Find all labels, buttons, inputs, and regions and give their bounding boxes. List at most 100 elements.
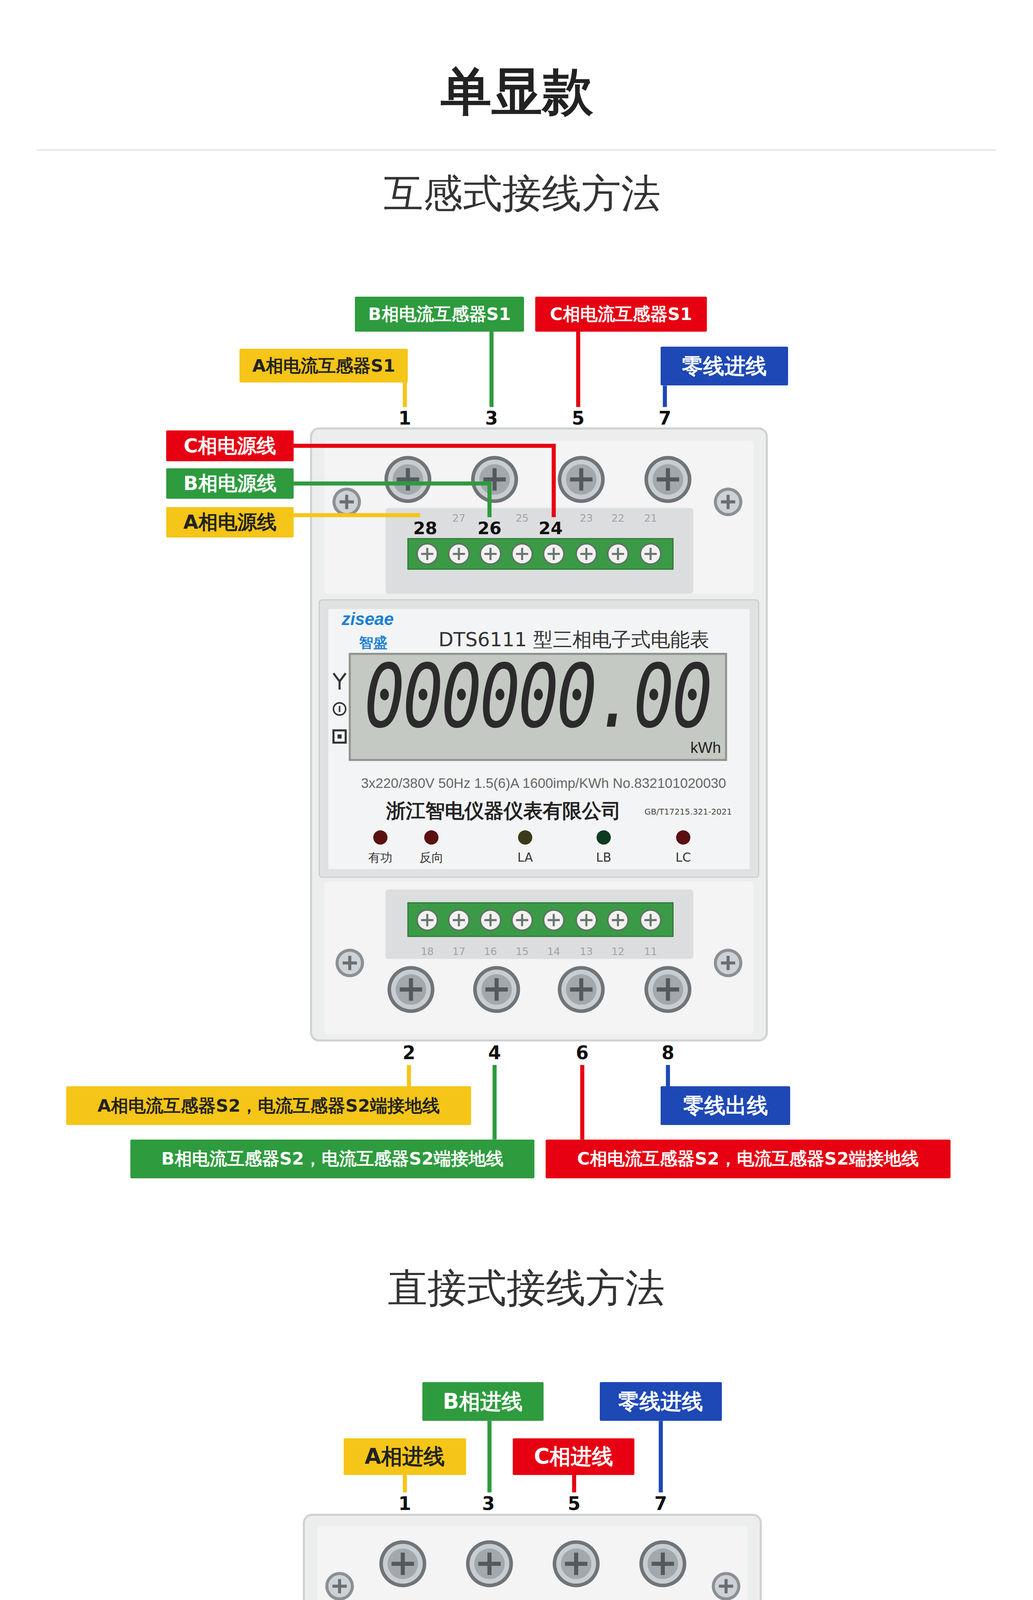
main-terminal-screw <box>639 1539 687 1587</box>
main-terminal-screw <box>557 455 605 503</box>
leader-line <box>406 1064 412 1086</box>
terminal-screw <box>640 909 661 931</box>
callout-text: C相电流互感器S2，电流互感器S2端接地线 <box>577 1149 919 1168</box>
front-label <box>328 608 750 869</box>
terminal-screw <box>543 543 564 564</box>
callout-label: A相电流互感器S2，电流互感器S2端接地线 <box>66 1085 472 1125</box>
terminal-screw <box>607 543 629 564</box>
callout-text: A相进线 <box>364 1445 446 1467</box>
leader-line <box>402 382 407 407</box>
strip-number: 14 <box>547 946 561 957</box>
callout-label: 零线进线 <box>660 346 789 386</box>
main-terminal-screw <box>557 965 605 1013</box>
terminal-screw <box>576 909 597 931</box>
leader-line <box>658 1420 664 1492</box>
meter-housing <box>311 428 767 1041</box>
terminal-number: 6 <box>576 1042 589 1062</box>
strip-number: 23 <box>579 512 593 523</box>
main-terminal-screw <box>384 455 432 503</box>
terminal-number: 4 <box>488 1042 502 1062</box>
callout-label: C相电源线 <box>166 430 294 461</box>
cover-screw <box>332 487 362 517</box>
terminal-number: 5 <box>567 1494 581 1513</box>
cover-screw <box>711 1571 741 1600</box>
terminal-well <box>385 507 694 594</box>
callout-text: B相电流互感器S1 <box>368 305 512 323</box>
unit-label: kWh <box>690 739 721 756</box>
leader-line <box>571 1474 577 1493</box>
callout-label: B相电流互感器S2，电流互感器S2端接地线 <box>130 1139 534 1178</box>
main-terminal-screw <box>387 965 435 1013</box>
strip-number: 22 <box>611 512 625 523</box>
callout-text: C相电流互感器S1 <box>549 305 692 323</box>
leader-line <box>666 1064 671 1086</box>
brand-name: ziseae <box>341 610 394 628</box>
terminal-number: 7 <box>654 1494 668 1513</box>
indicator-led <box>596 830 611 845</box>
callout-label: A相电流互感器S1 <box>239 348 408 383</box>
main-terminal-screw <box>473 965 521 1013</box>
model-name: DTS6111 型三相电子式电能表 <box>438 629 710 650</box>
terminal-cover <box>316 1525 748 1600</box>
terminal-cover <box>324 440 754 594</box>
terminal-number: 2 <box>402 1042 416 1062</box>
terminal-number: 1 <box>398 409 412 428</box>
strip-number: 27 <box>452 512 466 523</box>
callout-label: C相电流互感器S2，电流互感器S2端接地线 <box>545 1139 951 1178</box>
terminal-screw <box>607 909 629 931</box>
indicator-led <box>676 830 691 845</box>
page-title: 单显款 <box>440 66 594 118</box>
callout-label: B相电源线 <box>166 468 294 499</box>
callout-text: C相电源线 <box>183 436 277 456</box>
main-terminal-screw <box>644 455 692 503</box>
main-terminal-screw <box>644 965 692 1013</box>
strip-number: 11 <box>643 946 657 957</box>
indicator-led <box>424 830 439 845</box>
led-label: 反向 <box>419 851 444 864</box>
callout-text: 零线出线 <box>683 1094 769 1116</box>
callout-text: B相电流互感器S2，电流互感器S2端接地线 <box>161 1149 504 1168</box>
callout-label: C相进线 <box>512 1437 634 1475</box>
terminal-number: 3 <box>485 409 499 428</box>
terminal-number: 3 <box>481 1494 495 1513</box>
strip-number: 13 <box>579 946 593 957</box>
callout-text: A相电源线 <box>183 512 277 532</box>
front-panel <box>319 599 759 878</box>
square-symbol <box>337 734 342 739</box>
cover-screw <box>325 1571 355 1600</box>
callout-label: B相电流互感器S1 <box>354 296 524 332</box>
leader-line <box>487 1420 492 1492</box>
terminal-number: 8 <box>661 1042 675 1062</box>
cover-screw <box>713 948 743 978</box>
terminal-screw <box>480 909 501 931</box>
leader-line <box>492 1064 497 1140</box>
terminal-screw <box>416 909 438 931</box>
section-heading: 直接式接线方法 <box>387 1267 665 1308</box>
maker-name: 浙江智电仪器仪表有限公司 <box>386 800 622 821</box>
main-terminal-screw <box>466 1539 514 1587</box>
terminal-screw <box>576 543 597 564</box>
terminal-screw <box>543 909 564 931</box>
main-terminal-screw <box>552 1539 600 1587</box>
main-terminal-screw <box>379 1539 427 1587</box>
leader-line <box>489 331 494 407</box>
leader-line <box>576 331 581 407</box>
indicator-led <box>518 830 533 845</box>
lcd-reading: 000000.00 <box>364 652 711 741</box>
callout-text: A相电流互感器S1 <box>252 356 396 375</box>
led-label: LA <box>517 851 533 864</box>
terminal-screw <box>416 543 438 564</box>
cover-screw <box>713 487 743 517</box>
led-label: LB <box>596 851 612 864</box>
terminal-screw <box>448 909 470 931</box>
callout-label: B相进线 <box>422 1381 544 1421</box>
cover-screw <box>335 948 365 978</box>
terminal-screw <box>480 543 501 564</box>
terminal-strip <box>407 538 674 569</box>
standard-code: GB/T17215.321-2021 <box>644 807 732 816</box>
strip-number: 17 <box>452 946 466 957</box>
leader-line <box>293 483 490 517</box>
phase-symbol <box>333 673 346 690</box>
